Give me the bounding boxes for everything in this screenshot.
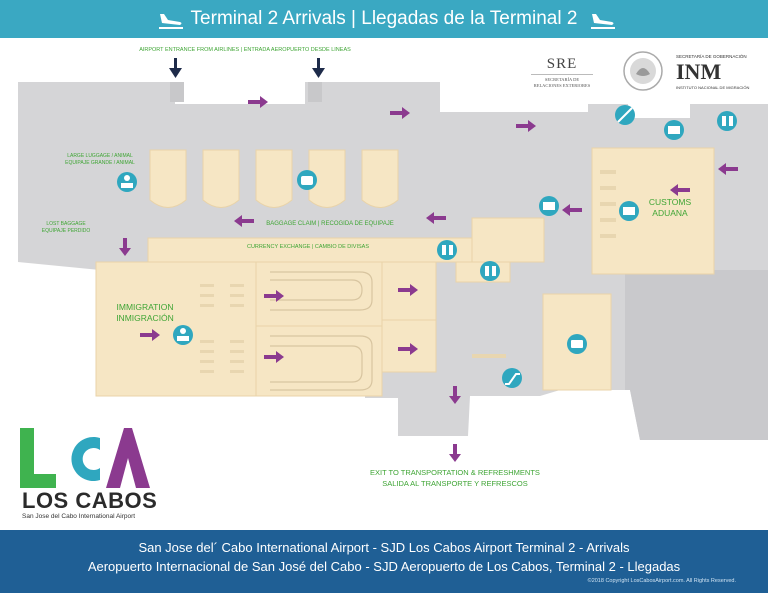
baggage-icon xyxy=(297,170,317,190)
customs-label: CUSTOMS xyxy=(649,197,692,207)
large-luggage-label: EQUIPAJE GRANDE / ANIMAL xyxy=(65,160,135,166)
flow-arrows xyxy=(119,96,738,462)
baggage-carousels xyxy=(149,149,399,208)
escalator-icon xyxy=(502,368,522,388)
plane-landing-icon xyxy=(159,14,183,29)
queue-lanes xyxy=(270,271,373,391)
restroom-icon xyxy=(717,111,737,131)
plane-landing-icon xyxy=(591,14,615,29)
sre-subtitle: SECRETARÍA DE xyxy=(544,77,580,82)
lca-logo: LOS CABOS San Jose del Cabo Internationa… xyxy=(20,428,170,523)
exit-label: EXIT TO TRANSPORTATION & REFRESHMENTS xyxy=(370,468,540,477)
inm-title: INM xyxy=(676,59,722,84)
luggage-cart-icon xyxy=(619,201,639,221)
immigration-officer-icon xyxy=(173,325,193,345)
lost-baggage-label: LOST BAGGAGE xyxy=(46,221,86,227)
sre-subtitle: RELACIONES EXTERIORES xyxy=(533,83,591,88)
immigration-label: IMMIGRATION xyxy=(117,302,174,312)
entrance-arrows xyxy=(169,58,325,78)
no-smoking-icon xyxy=(615,105,635,125)
exit-label: SALIDA AL TRANSPORTE Y REFRESCOS xyxy=(382,479,527,488)
footer-line-english: San Jose del´ Cabo International Airport… xyxy=(138,540,630,555)
immigration-officer-icon xyxy=(117,172,137,192)
currency-exchange-area xyxy=(147,237,474,263)
restroom-icon xyxy=(437,240,457,260)
luggage-cart-icon xyxy=(664,120,684,140)
immigration-desks xyxy=(200,284,244,373)
immigration-label: INMIGRACIÓN xyxy=(116,313,174,323)
footer-line-spanish: Aeropuerto Internacional de San José del… xyxy=(87,559,681,574)
footer-banner: San Jose del´ Cabo International Airport… xyxy=(0,530,768,593)
lca-subtitle: San Jose del Cabo International Airport xyxy=(22,513,136,520)
page-title: Terminal 2 Arrivals | Llegadas de la Ter… xyxy=(190,8,578,29)
immigration-booth xyxy=(381,319,437,373)
sre-logo: SRE SECRETARÍA DE RELACIONES EXTERIORES xyxy=(527,56,597,90)
sre-title: SRE xyxy=(546,56,578,72)
terminal-map: AIRPORT ENTRANCE FROM AIRLINES | ENTRADA… xyxy=(18,47,768,488)
entrance-notch xyxy=(308,82,322,102)
desk xyxy=(472,354,506,358)
restroom-icon xyxy=(480,261,500,281)
inm-top-text: SECRETARÍA DE GOBERNACIÓN xyxy=(676,54,747,59)
floor-dark-area xyxy=(625,270,768,440)
currency-exchange-label: CURRENCY EXCHANGE | CAMBIO DE DIVISAS xyxy=(247,244,369,250)
customs-desks xyxy=(600,170,616,238)
lca-logo-mark xyxy=(20,428,150,488)
luggage-cart-icon xyxy=(539,196,559,216)
baggage-claim-label: BAGGAGE CLAIM | RECOGIDA DE EQUIPAJE xyxy=(266,221,393,227)
los-cabos-wordmark: LOS CABOS xyxy=(22,488,158,513)
office-room xyxy=(471,217,545,263)
header-banner: Terminal 2 Arrivals | Llegadas de la Ter… xyxy=(0,0,768,38)
entrance-notch xyxy=(170,82,184,102)
inm-logo: SECRETARÍA DE GOBERNACIÓN INM INSTITUTO … xyxy=(676,54,756,94)
currency-icon xyxy=(567,334,587,354)
inm-subtitle: INSTITUTO NACIONAL DE MIGRACIÓN xyxy=(676,85,750,90)
lost-baggage-label: EQUIPAJE PERDIDO xyxy=(42,228,91,234)
entrance-label: AIRPORT ENTRANCE FROM AIRLINES | ENTRADA… xyxy=(139,47,351,53)
mexico-seal-icon xyxy=(623,51,663,91)
copyright-text: ©2018 Copyright LosCabosAirport.com. All… xyxy=(587,578,736,584)
customs-label: ADUANA xyxy=(652,208,688,218)
customs-area xyxy=(591,147,715,275)
large-luggage-label: LARGE LUGGAGE / ANIMAL xyxy=(67,153,133,159)
